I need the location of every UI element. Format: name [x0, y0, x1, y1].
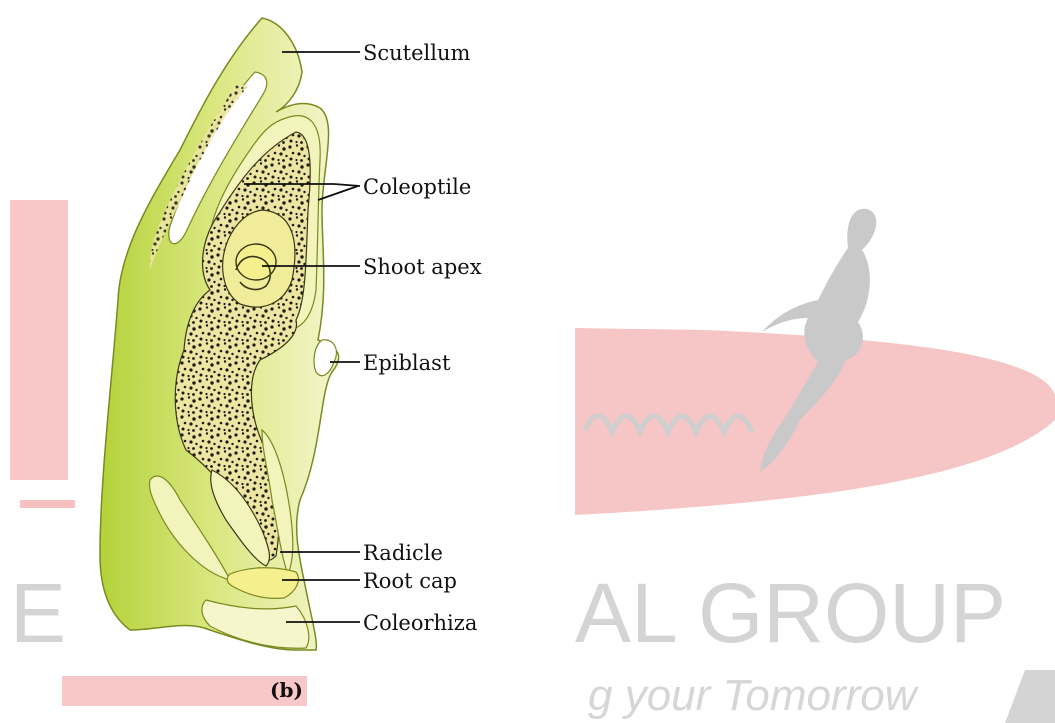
label-coleorhiza: Coleorhiza — [363, 611, 477, 635]
label-radicle: Radicle — [363, 541, 443, 565]
watermark-brand-right: AL GROUP — [575, 566, 1006, 660]
watermark-left-pink-strip — [20, 500, 75, 508]
label-epiblast: Epiblast — [363, 351, 451, 375]
label-scutellum: Scutellum — [363, 41, 470, 65]
label-shoot-apex: Shoot apex — [363, 255, 482, 279]
watermark-tagline: g your Tomorrow — [588, 671, 920, 720]
watermark-brand-left: E — [10, 566, 66, 660]
watermark-left-pink-bar — [10, 200, 68, 480]
label-coleoptile: Coleoptile — [363, 175, 471, 199]
figure-caption: (b) — [270, 678, 303, 702]
label-root-cap: Root cap — [363, 569, 457, 593]
embryo-diagram — [100, 18, 339, 650]
watermark-slash-shape — [1005, 670, 1055, 723]
